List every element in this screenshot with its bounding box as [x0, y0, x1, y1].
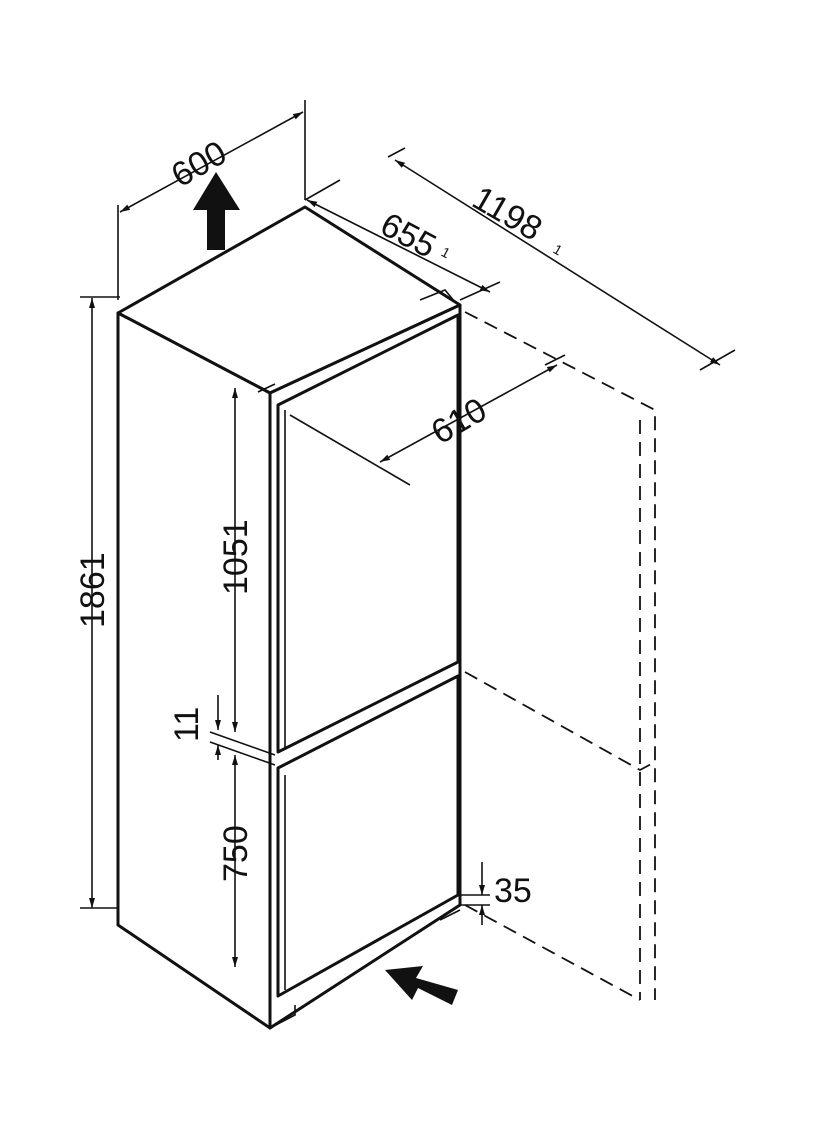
door-open-depth-label: 1198 [466, 179, 548, 248]
arrow-airflow-icon [385, 966, 458, 1005]
dimension-lines [80, 100, 736, 967]
height-label: 1861 [74, 552, 112, 628]
door-open-note: 1 [551, 241, 566, 259]
depth-note: 1 [439, 244, 454, 262]
arrow-up-icon [193, 172, 240, 250]
upper-door-label: 1051 [217, 519, 255, 595]
lower-door [276, 674, 460, 998]
plinth-label: 35 [494, 872, 532, 910]
door-gap-label: 11 [168, 707, 206, 742]
fridge-side [116, 311, 272, 1030]
fridge-body [116, 205, 462, 1030]
lower-door-label: 750 [217, 825, 255, 882]
